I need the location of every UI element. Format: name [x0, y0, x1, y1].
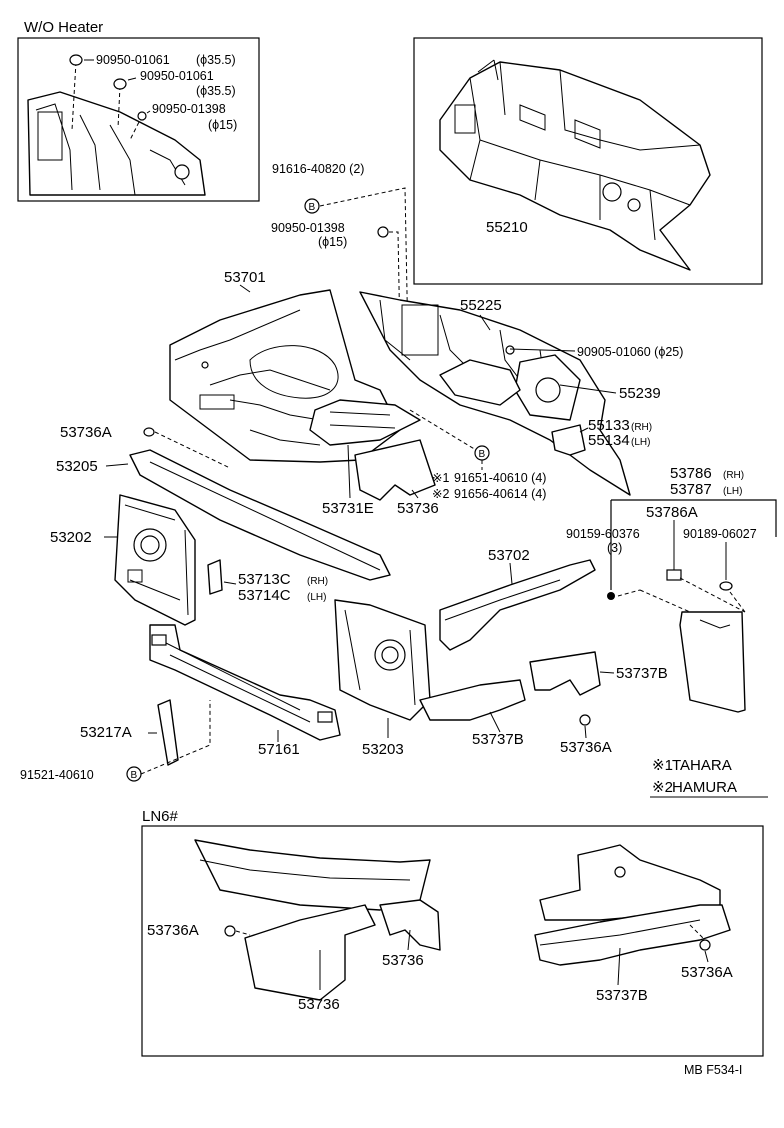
label-55239: 55239: [619, 385, 661, 402]
grommet-icon: [377, 226, 389, 238]
bolt-b-center-letter: B: [479, 449, 486, 460]
part-53736-main: 53736: [354, 439, 439, 517]
part-53203: 53203: [334, 599, 431, 758]
ln6-label-53736a-left: 53736A: [147, 922, 199, 939]
label-91521-40610: 91521-40610: [20, 768, 94, 782]
ln6-label-53737b: 53737B: [596, 987, 648, 1004]
ln6-label-53736a-right: 53736A: [681, 964, 733, 981]
part-53713c: 53713C (RH) 53714C (LH): [207, 559, 328, 604]
inset-wo-heater: W/O Heater 90950-01061 (ϕ35.5) 90950-010…: [17, 19, 260, 202]
callout-90950-01398: 90950-01398: [152, 102, 226, 116]
label-90189-06027: 90189-06027: [683, 527, 757, 541]
label-90159-60376: 90159-60376: [566, 527, 640, 541]
label-53787: 53787: [670, 481, 712, 498]
part-53205-support: 53205: [56, 449, 391, 581]
legend-text-2: HAMURA: [672, 779, 737, 796]
callout-90950-01061-a: 90950-01061: [96, 53, 170, 67]
inset-wo-heater-title: W/O Heater: [24, 19, 103, 36]
part-53737b-right: 53737B: [529, 651, 668, 696]
inset-ln6: LN6# 53736A 53736 53736 53737B 53736A: [141, 808, 764, 1057]
label-53786a: 53786A: [646, 504, 698, 521]
label-53786: 53786: [670, 465, 712, 482]
ln6-label-53736-a: 53736: [298, 996, 340, 1013]
inset-cowl-panel: 55210: [413, 37, 763, 285]
label-55210: 55210: [486, 219, 528, 236]
label-53202: 53202: [50, 529, 92, 546]
part-53217a: 53217A B 91521-40610: [20, 699, 211, 782]
label-55134: 55134: [588, 432, 630, 449]
label-90950-01398-size: (ϕ15): [318, 235, 347, 249]
bolt-b-lower-letter: B: [131, 770, 138, 781]
part-53731e: 53731E: [309, 399, 421, 517]
label-53714c: 53714C: [238, 587, 291, 604]
label-53737b-right: 53737B: [616, 665, 668, 682]
inset-ln6-title: LN6#: [142, 808, 179, 825]
part-57161: 57161: [149, 624, 341, 758]
label-53701: 53701: [224, 269, 266, 286]
label-53736-main: 53736: [397, 500, 439, 517]
label-53787-side: (LH): [723, 486, 742, 497]
bolt-b-letter: B: [309, 202, 316, 213]
callout-size-c: (ϕ15): [208, 118, 237, 132]
label-53714c-side: (LH): [307, 592, 326, 603]
label-53731e: 53731E: [322, 500, 374, 517]
ln6-label-53736-b: 53736: [382, 952, 424, 969]
part-53202: 53202: [50, 494, 196, 626]
label-57161: 57161: [258, 741, 300, 758]
label-55134-side: (LH): [631, 437, 650, 448]
fastener-53736a-mid: 53736A: [560, 714, 612, 756]
label-90905-01060: 90905-01060 (ϕ25): [577, 345, 683, 359]
label-55133: 55133: [588, 417, 630, 434]
fasteners-top: 91616-40820 (2) B 90950-01398 (ϕ15): [271, 162, 409, 346]
label-91651-40610: 91651-40610 (4): [454, 471, 546, 485]
fastener-53736a-top: 53736A: [60, 424, 231, 469]
callout-size-a: (ϕ35.5): [196, 53, 236, 67]
label-53736a-mid: 53736A: [560, 739, 612, 756]
label-53702: 53702: [488, 547, 530, 564]
mark-91656: ※2: [432, 487, 449, 501]
part-53786-group: 53786 (RH) 53787 (LH) 53786A 90159-60376…: [566, 465, 777, 713]
label-53736a-top: 53736A: [60, 424, 112, 441]
label-91656-40614: 91656-40614 (4): [454, 487, 546, 501]
label-91616-40820: 91616-40820 (2): [272, 162, 364, 176]
label-53737b-mid: 53737B: [472, 731, 524, 748]
label-55133-side: (RH): [631, 422, 652, 433]
label-53786-side: (RH): [723, 470, 744, 481]
label-90159-qty: (3): [607, 541, 622, 555]
legend-mark-2: ※2: [652, 779, 673, 796]
label-53203: 53203: [362, 741, 404, 758]
part-53702: 53702: [439, 547, 596, 651]
part-55133-bracket: [551, 424, 586, 456]
plant-legend: ※1 TAHARA ※2 HAMURA: [650, 757, 768, 798]
plug-icon: [69, 54, 147, 121]
callout-size-b: (ϕ35.5): [196, 84, 236, 98]
legend-mark-1: ※1: [652, 757, 673, 774]
label-55225: 55225: [460, 297, 502, 314]
legend-text-1: TAHARA: [672, 757, 732, 774]
label-53713c: 53713C: [238, 571, 291, 588]
callout-90950-01061-b: 90950-01061: [140, 69, 214, 83]
mark-91651: ※1: [432, 471, 449, 485]
part-53737b-lower: 53737B: [419, 679, 526, 748]
label-53205: 53205: [56, 458, 98, 475]
bolt-b-center: B ※1 91651-40610 (4) ※2 91656-40614 (4): [409, 409, 546, 501]
label-53713c-side: (RH): [307, 576, 328, 587]
diagram-code: MB F534-I: [684, 1063, 742, 1077]
label-90950-01398-main: 90950-01398: [271, 221, 345, 235]
label-53217a: 53217A: [80, 724, 132, 741]
bolt-b-icon: [304, 198, 320, 214]
